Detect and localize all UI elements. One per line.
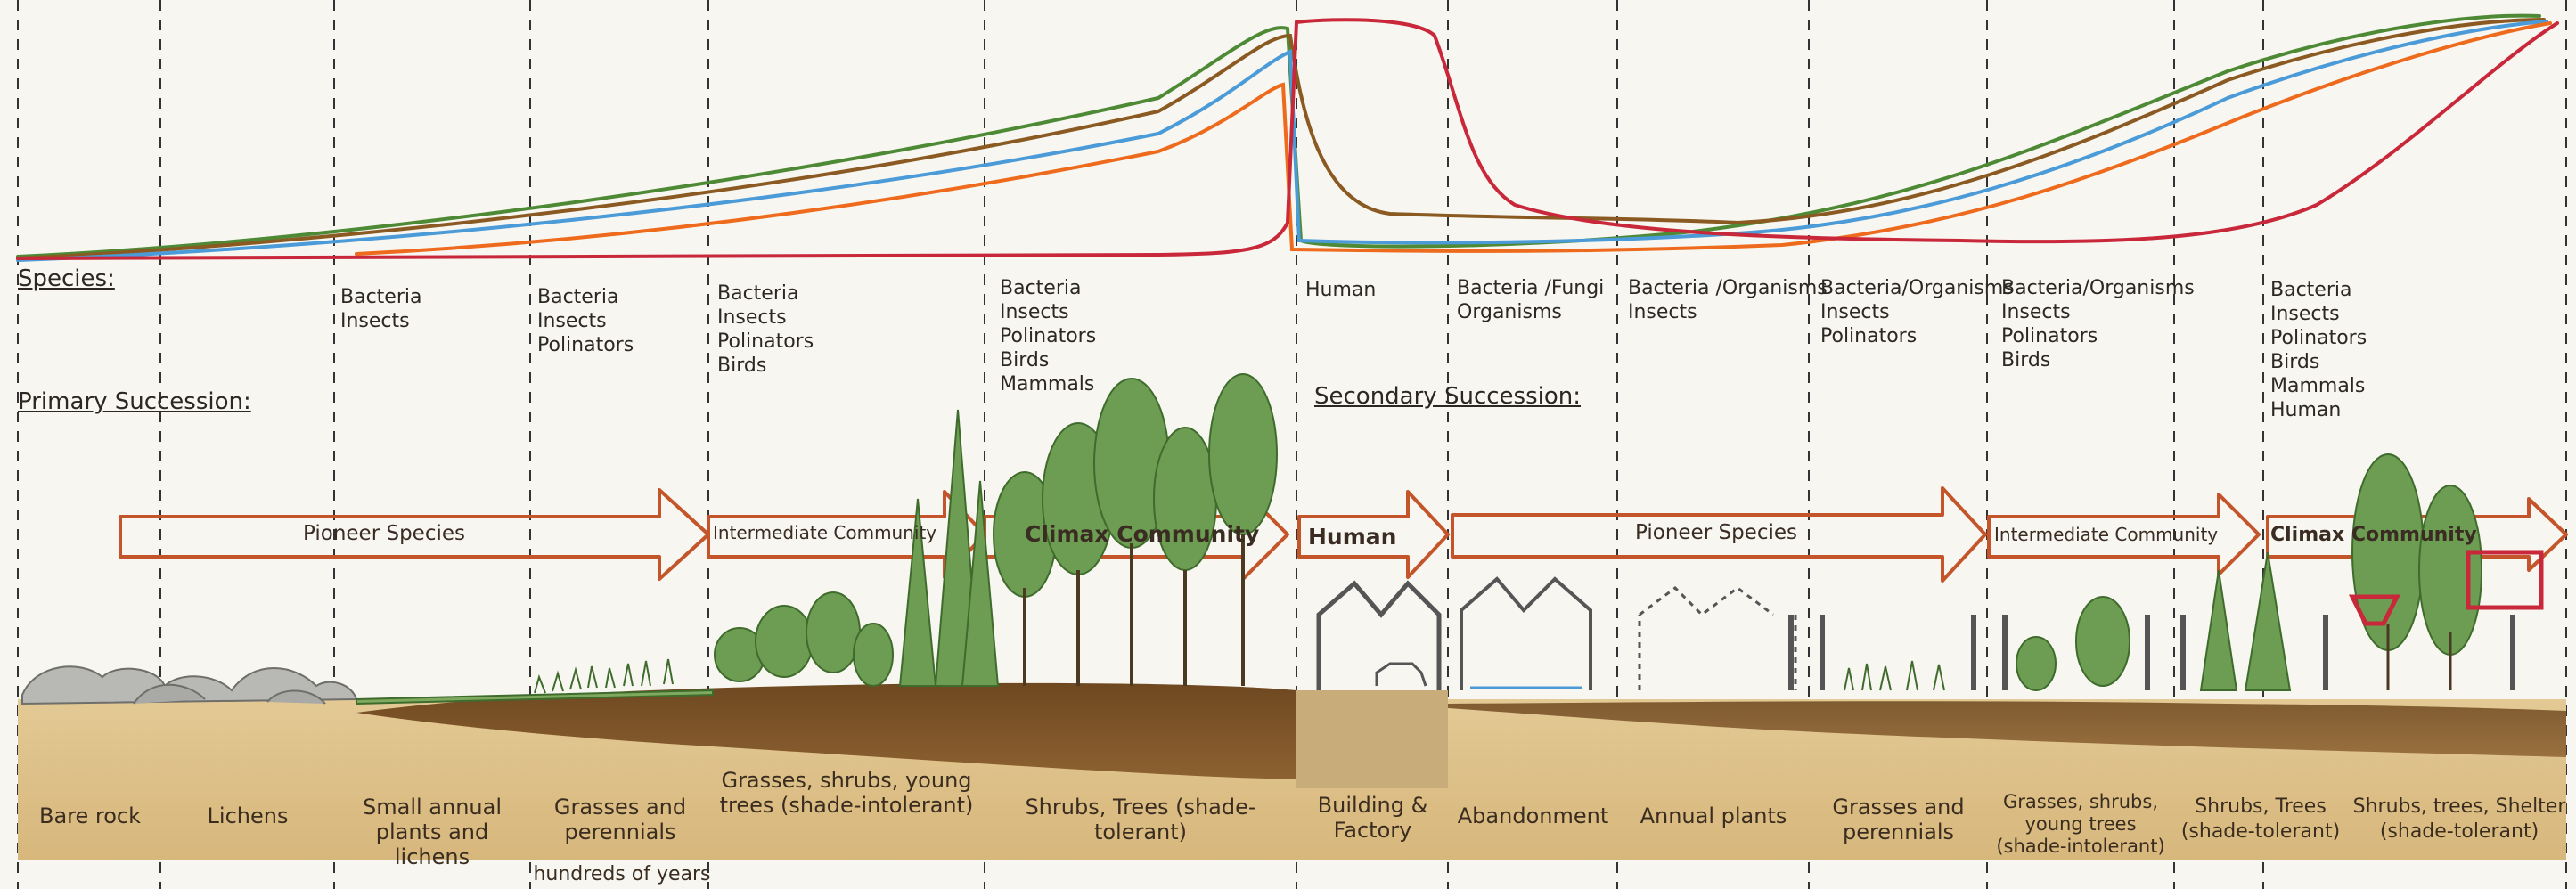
primary-succession-heading: Primary Succession: [18,388,251,415]
topsoil-secondary [1448,701,2566,757]
species-item: Bacteria/Organisms [2001,277,2195,299]
car [1375,662,1427,687]
arrow-pioneer-1 [119,488,710,581]
species-item: Polinators [1000,325,1097,347]
species-item: Insects [537,310,607,332]
primary-vegetation [356,373,1278,705]
species-column-8: Bacteria/Organisms Insects Polinators [1820,276,2014,348]
stage-label-9: Annual plants [1640,803,1787,828]
arrow-label-climax-1: Climax Community [1025,521,1260,547]
stage-label-12: Shrubs, Trees (shade-tolerant) [2180,795,2341,843]
species-heading: Species: [18,265,115,292]
species-item: Birds [1000,349,1050,371]
species-item: Organisms [1457,301,1562,323]
arrow-pioneer-2 [1451,486,1987,583]
stage-label-4: Grasses and perennials [553,795,687,844]
species-item: Bacteria /Fungi [1457,277,1605,299]
species-item: Polinators [537,334,634,356]
species-item: Polinators [2001,325,2098,347]
species-item: Bacteria [717,282,799,305]
species-item: Insects [1628,301,1697,323]
species-item: Human [2270,399,2342,421]
species-item: Polinators [717,330,814,353]
stage-label-13: Shrubs, trees, Shelter (shade-tolerant) [2352,795,2566,843]
brown-species-curve [16,18,2546,260]
species-item: Mammals [1000,373,1095,396]
species-column-6: Bacteria /Fungi Organisms [1457,276,1604,324]
species-column-4: Bacteria Insects Polinators Birds Mammal… [1000,276,1096,396]
arrow-human [1297,490,1450,579]
species-column-3: Bacteria Insects Polinators Birds [717,281,814,378]
species-item: Birds [2001,349,2051,371]
species-item: Bacteria [340,286,422,308]
species-column-1: Bacteria Insects [340,285,421,333]
species-item: Polinators [2270,327,2367,349]
stage-label-11: Grasses, shrubs, young trees (shade-into… [1996,791,2165,857]
red-species-curve [16,18,2559,260]
secondary-succession-heading: Secondary Succession: [1314,383,1581,410]
species-item: Bacteria /Organisms [1628,277,1828,299]
abandoned-building [1460,576,1592,690]
species-item: Birds [717,355,767,377]
arrow-label-intermediate-1: Intermediate Community [713,522,937,543]
blue-species-curve [16,20,2548,262]
stage-label-2: Lichens [207,803,289,828]
species-item: Insects [717,306,787,329]
species-item: Insects [2001,301,2071,323]
arrow-climax-2 [2266,497,2568,572]
species-item: Insects [1820,301,1890,323]
species-item: Bacteria [537,286,619,308]
species-item: Bacteria [2270,279,2352,301]
species-item: Polinators [1820,325,1918,347]
red-frame [2466,550,2544,610]
species-item: Insects [1000,301,1069,323]
stage-label-3: Small annual plants and lichens [363,795,502,869]
stage-label-5: Grasses, shrubs, young trees (shade-into… [719,768,974,818]
species-column-5: Human [1305,278,1376,302]
bare-rocks [21,665,358,705]
factory-building [1316,580,1442,690]
species-curves [16,13,2559,262]
stage-label-8: Abandonment [1457,803,1609,828]
species-column-10: Bacteria Insects Polinators Birds Mammal… [2270,278,2367,422]
stage-label-10: Grasses and perennials [1832,795,1965,844]
stage-label-6: Shrubs, Trees (shade-tolerant) [1025,795,1256,844]
building-foundation [1296,690,1448,788]
stage-label-1: Bare rock [38,803,142,828]
stage-label-7: Building & Factory [1317,793,1428,843]
species-item: Bacteria [1000,277,1082,299]
arrow-label-human: Human [1308,524,1397,550]
ruined-building [1638,586,1797,690]
arrow-label-pioneer-2: Pioneer Species [1635,521,1797,544]
species-column-9: Bacteria/Organisms Insects Polinators Bi… [2001,276,2195,372]
species-column-2: Bacteria Insects Polinators [537,285,634,357]
species-item: Bacteria/Organisms [1820,277,2014,299]
arrow-label-intermediate-2: Intermediate Community [1994,524,2219,545]
arrow-intermediate-2 [1987,493,2261,576]
species-item: Birds [2270,351,2320,373]
secondary-vegetation [1844,453,2482,691]
shelter-structures [2348,550,2544,626]
buildings [1316,576,2515,690]
species-item: Insects [340,310,410,332]
arrow-label-climax-2: Climax Community [2270,524,2477,546]
species-item: Insects [2270,303,2340,325]
soil-profile [18,682,2566,860]
arrow-label-pioneer-1: Pioneer Species [303,522,465,545]
green-species-curve [16,13,2541,258]
species-item: Mammals [2270,375,2366,397]
topsoil-primary [356,682,1296,779]
red-funnel [2348,594,2401,626]
species-column-7: Bacteria /Organisms Insects [1628,276,1828,324]
timescale-footnote: hundreds of years [533,863,711,885]
orange-species-curve [355,21,2552,256]
species-item: Human [1305,279,1377,301]
